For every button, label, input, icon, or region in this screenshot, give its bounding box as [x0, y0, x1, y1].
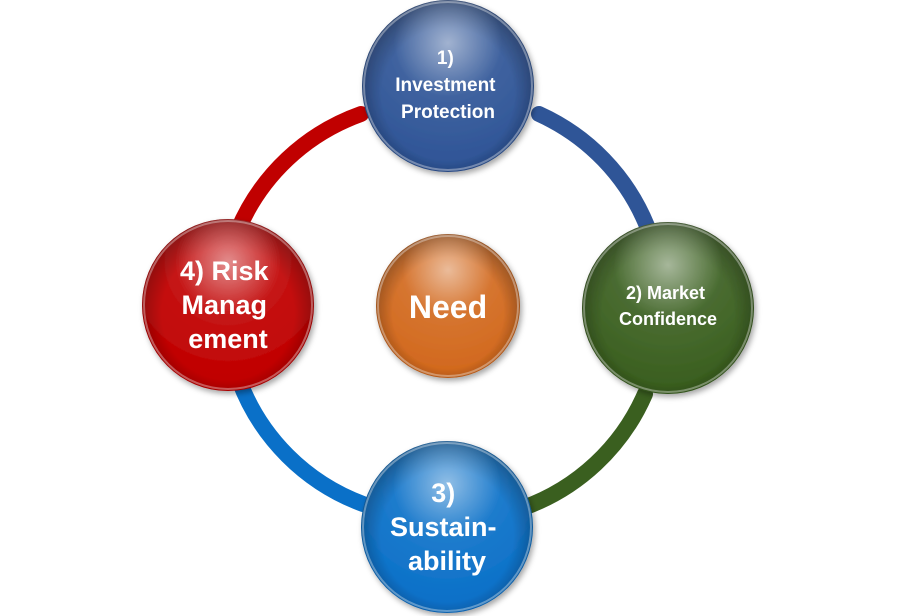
node-sustainability: 3) Sustain- ability: [361, 441, 533, 613]
node-market-confidence: 2) Market Confidence: [582, 222, 754, 394]
node-1-line-3: Protection: [401, 102, 495, 123]
arc-3-to-4: [231, 372, 371, 512]
node-risk-management: 4) Risk Manag ement: [142, 219, 314, 391]
arc-2-to-3: [515, 386, 653, 516]
node-2-label: 2) Market Confidence: [619, 283, 717, 329]
center-label: Need: [409, 289, 487, 325]
node-3-line-1: 3): [431, 478, 455, 508]
node-investment-protection: 1) Investment Protection: [362, 0, 534, 172]
node-3-line-2: Sustain-: [390, 512, 497, 542]
arc-1-to-2: [531, 106, 655, 234]
node-4-line-1: 4) Risk: [180, 256, 270, 286]
node-3-line-3: ability: [408, 546, 486, 576]
arc-4-to-1: [230, 106, 369, 238]
node-4-line-2: Manag: [181, 290, 267, 320]
node-4-line-3: ement: [188, 324, 268, 354]
node-3-label: 3) Sustain- ability: [390, 478, 504, 576]
node-2-line-2: Confidence: [619, 309, 717, 329]
node-2-line-1: 2) Market: [626, 283, 705, 303]
node-4-label: 4) Risk Manag ement: [180, 256, 276, 354]
node-1-line-1: 1): [437, 48, 454, 69]
node-1-line-2: Investment: [395, 75, 496, 96]
center-need: Need: [376, 234, 520, 378]
node-1-label: 1) Investment Protection: [395, 48, 501, 123]
